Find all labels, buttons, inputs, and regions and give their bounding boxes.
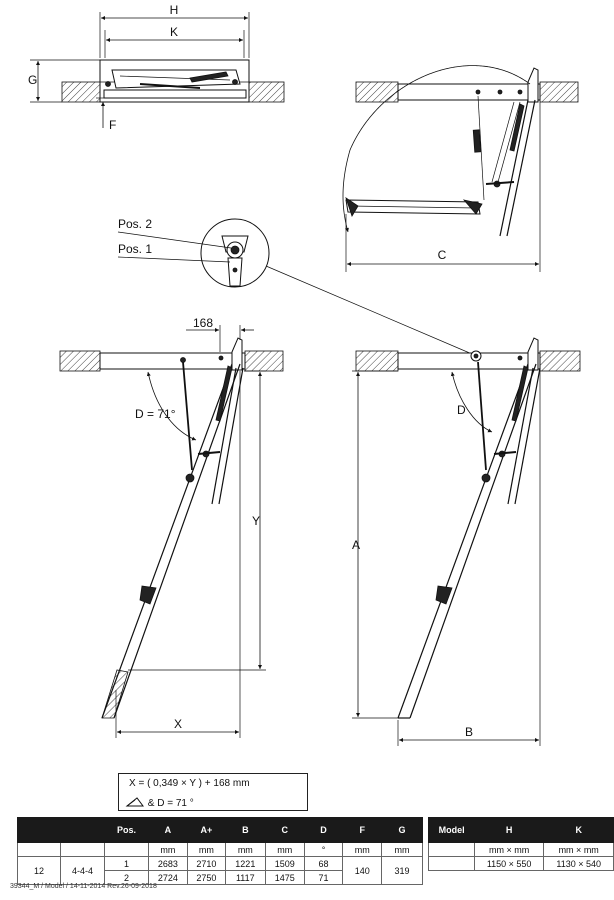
col-d: D — [303, 817, 344, 843]
g-cell: 319 — [381, 856, 423, 885]
k-value: 1130 × 540 — [543, 856, 614, 871]
table-row: 12 4-4-4 1 2683 2710 1221 1509 68 140 31… — [16, 856, 614, 885]
left-ladder-view: 168 D = 71° Y X — [59, 316, 284, 738]
dim-168-label: 168 — [193, 316, 213, 330]
col-config — [60, 817, 105, 843]
detail-leader — [265, 265, 473, 355]
units-row: mm mm mm mm ° mm mm mm × mm mm × mm — [16, 842, 614, 857]
col-h: H — [473, 817, 545, 843]
hatch-lid — [103, 89, 247, 99]
table-row: 2 2724 2750 1117 1475 71 — [18, 870, 614, 885]
f-cell: 140 — [342, 856, 383, 885]
pos2-leader — [117, 231, 232, 249]
ceiling-section-right — [248, 81, 285, 103]
col-a-plus: A+ — [186, 817, 227, 843]
col-f: F — [342, 817, 383, 843]
dim-f-label: F — [109, 118, 116, 132]
col-steps — [16, 817, 62, 843]
opening-view: C — [342, 65, 579, 272]
right-ladder-view: D A B — [352, 337, 581, 746]
dim-a-label: A — [352, 538, 360, 552]
h-value: 1150 × 550 — [473, 856, 545, 871]
spec-table: Pos. A A+ B C D F G Model H K mm mm mm m… — [16, 817, 614, 885]
col-pos: Pos. — [103, 817, 150, 843]
dim-g-label: G — [28, 73, 37, 87]
opening-frame — [397, 83, 541, 101]
dim-k-label: K — [170, 25, 178, 39]
dim-c-label: C — [438, 248, 447, 262]
footer-text: 39344_M / Model / 14-11-2014 Rev.26-09-2… — [10, 883, 157, 890]
col-c: C — [264, 817, 305, 843]
pos2-label: Pos. 2 — [118, 217, 152, 231]
dim-y-label: Y — [252, 514, 260, 528]
swing-arc — [342, 65, 531, 233]
formula-line-2-text: & D = 71 ° — [147, 798, 194, 809]
dim-h-label: H — [170, 3, 179, 17]
top-closed-view: H K G F — [28, 3, 285, 132]
steps-cell: 12 — [16, 856, 62, 885]
formula-line-2: & D = 71 ° — [125, 794, 194, 809]
formula-line-1: X = ( 0,349 × Y ) + 168 mm — [129, 778, 250, 789]
pos1-label: Pos. 1 — [118, 242, 152, 256]
hatch-angle-icon — [125, 797, 144, 807]
left-frame — [99, 352, 246, 370]
col-g: G — [381, 817, 423, 843]
right-ladder-stile-1 — [397, 363, 529, 719]
gas-spring — [189, 71, 229, 83]
col-model: Model — [428, 817, 475, 843]
left-ladder-stile-1 — [101, 363, 233, 719]
formula-box: X = ( 0,349 × Y ) + 168 mm & D = 71 ° — [118, 773, 308, 811]
dim-b-label: B — [465, 725, 473, 739]
config-cell: 4-4-4 — [60, 856, 105, 885]
left-angle-label: D = 71° — [135, 407, 176, 421]
col-b: B — [225, 817, 266, 843]
col-a: A — [148, 817, 188, 843]
pos1-leader — [117, 256, 231, 263]
right-angle-label: D — [457, 403, 466, 417]
pivot-detail: Pos. 2 Pos. 1 — [117, 217, 473, 355]
left-angle-arc — [146, 371, 197, 441]
col-k: K — [543, 817, 614, 843]
ceiling-section-left — [61, 81, 101, 103]
right-frame — [397, 352, 541, 370]
dim-x-label: X — [174, 717, 182, 731]
right-angle-arc — [450, 371, 493, 433]
